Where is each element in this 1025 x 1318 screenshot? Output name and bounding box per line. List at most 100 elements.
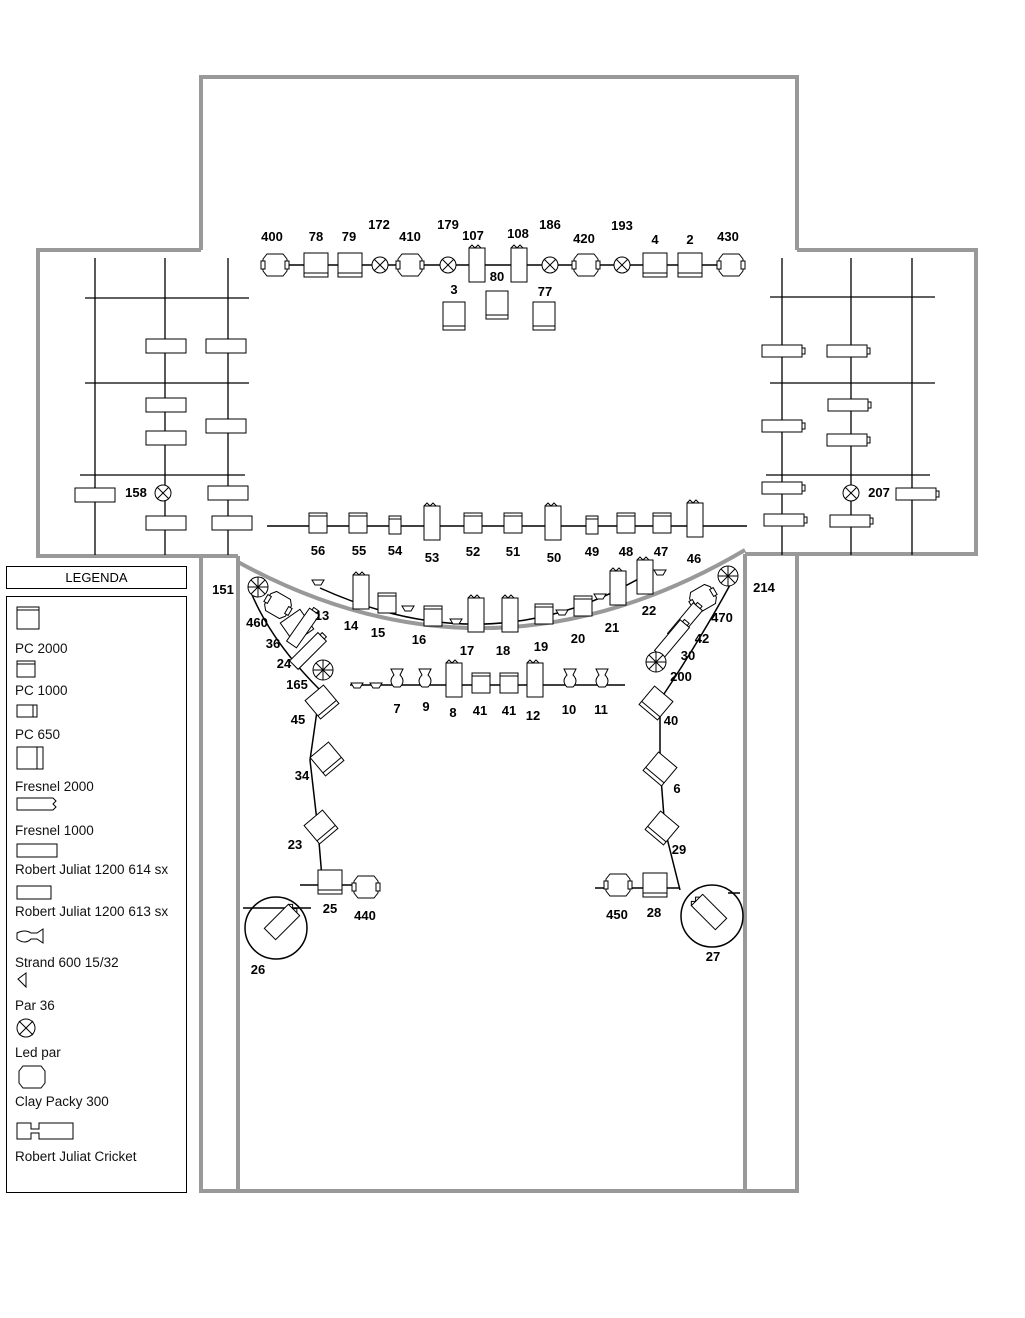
unlabeled-fixture-8 <box>211 515 253 531</box>
unlabeled-fixture-9 <box>761 344 806 358</box>
fixture-number-mid_bar-6: 10 <box>562 702 576 717</box>
fixture-left_arc-9 <box>317 869 343 895</box>
fixture-number-curved_bar-3: 17 <box>460 643 474 658</box>
fixture-number-front_bar-8: 48 <box>619 544 633 559</box>
fixture-right_arc-4 <box>645 651 667 673</box>
fixture-front_bar-3 <box>423 502 441 541</box>
fixture-front_bar-7 <box>585 515 599 535</box>
fixture-front_bar-6 <box>544 502 562 541</box>
fixture-right_arc-7 <box>644 810 680 846</box>
fixture-number-right_arc-5: 40 <box>664 713 678 728</box>
unlabeled-fixture-18 <box>311 579 325 586</box>
unlabeled-fixture-12 <box>826 433 871 447</box>
unlabeled-fixture-3 <box>145 430 187 446</box>
fixture-number-back_bar-0: 400 <box>261 229 283 244</box>
fixture-number-front_bar-9: 47 <box>654 544 668 559</box>
rj-614-icon <box>15 842 77 873</box>
fixture-number-back_bar-3: 172 <box>368 217 390 232</box>
fixture-number-front_bar-10: 46 <box>687 551 701 566</box>
fixture-number-back_bar-13: 430 <box>717 229 739 244</box>
fixture-curved_bar-2 <box>423 605 443 627</box>
fixture-front_bar-9 <box>652 512 672 534</box>
fixture-number-left_arc-8: 23 <box>288 837 302 852</box>
fixture-right_arc-10 <box>688 891 728 931</box>
unlabeled-fixture-10 <box>826 344 871 358</box>
fixture-front_bar-10 <box>686 499 704 538</box>
fixture-left_arc-10 <box>351 875 381 899</box>
fixture-back_floor-1 <box>485 290 509 320</box>
unlabeled-fixture-15 <box>763 513 808 527</box>
fixture-number-curved_bar-5: 19 <box>534 639 548 654</box>
fixture-number-front_bar-3: 53 <box>425 550 439 565</box>
fixture-number-back_bar-6: 107 <box>462 228 484 243</box>
stage-outline <box>36 75 978 1193</box>
fixture-mid_bar-3 <box>471 672 491 694</box>
fixture-back_bar-3 <box>371 256 389 274</box>
fixture-number-back_floor-0: 3 <box>450 282 457 297</box>
fixture-number-right_side-0: 207 <box>868 485 890 500</box>
fixture-curved_bar-3 <box>467 594 485 633</box>
fixture-front_bar-4 <box>463 512 483 534</box>
fixture-back_bar-9 <box>571 253 601 277</box>
unlabeled-fixture-14 <box>761 481 806 495</box>
fixture-number-left_arc-10: 440 <box>354 908 376 923</box>
fixture-mid_bar-1 <box>418 668 432 688</box>
fixture-back_bar-11 <box>642 252 668 278</box>
legend-item-label: Fresnel 2000 <box>15 779 94 794</box>
fixture-number-left_arc-5: 165 <box>286 677 308 692</box>
fixture-number-left_arc-9: 25 <box>323 901 337 916</box>
fixture-mid_bar-6 <box>563 668 577 688</box>
fixture-number-left_side-0: 158 <box>125 485 147 500</box>
rj-613-icon <box>15 884 77 915</box>
fixture-number-left_arc-6: 45 <box>291 712 305 727</box>
fixture-number-back_bar-10: 193 <box>611 218 633 233</box>
fixture-number-left_arc-3: 36 <box>266 636 280 651</box>
fixture-back_bar-6 <box>468 244 486 283</box>
fixture-number-back_bar-2: 79 <box>342 229 356 244</box>
pc-650-icon <box>15 703 77 734</box>
fixture-number-right_arc-1: 470 <box>711 610 733 625</box>
legend-item-label: PC 1000 <box>15 683 68 698</box>
fixture-right_side-0 <box>842 484 860 502</box>
fixture-front_bar-0 <box>308 512 328 534</box>
fixture-number-front_bar-2: 54 <box>388 543 403 558</box>
fixture-number-right_arc-10: 27 <box>706 949 720 964</box>
fixture-right_arc-9 <box>642 872 668 898</box>
unlabeled-fixture-6 <box>207 485 249 501</box>
unlabeled-fixture-16 <box>829 514 874 528</box>
fixture-number-curved_bar-6: 20 <box>571 631 585 646</box>
fixture-number-curved_bar-8: 22 <box>642 603 656 618</box>
fixture-mid_bar-0 <box>390 668 404 688</box>
fixture-curved_bar-4 <box>501 594 519 633</box>
led-par-icon <box>15 1017 77 1048</box>
legend-item-label: Strand 600 15/32 <box>15 955 119 970</box>
fixture-number-right_arc-3: 30 <box>681 648 695 663</box>
fixture-number-back_bar-11: 4 <box>651 232 659 247</box>
unlabeled-fixture-24 <box>350 682 364 689</box>
fixture-curved_bar-1 <box>377 592 397 614</box>
fixture-curved_bar-8 <box>636 556 654 595</box>
legend-item-label: Robert Juliat 1200 614 sx <box>15 862 169 877</box>
unlabeled-fixture-19 <box>401 605 415 612</box>
fixture-number-back_bar-4: 410 <box>399 229 421 244</box>
fixture-back_bar-1 <box>303 252 329 278</box>
unlabeled-fixture-21 <box>555 609 569 616</box>
unlabeled-fixture-13 <box>761 419 806 433</box>
fixture-left_arc-7 <box>309 741 345 777</box>
fixture-back_floor-0 <box>442 301 466 331</box>
legend-item-label: Fresnel 1000 <box>15 823 94 838</box>
fixture-mid_bar-7 <box>595 668 609 688</box>
cricket-icon <box>15 1119 77 1150</box>
fixture-back_bar-4 <box>395 253 425 277</box>
fixture-back_bar-13 <box>716 253 746 277</box>
fixture-number-front_bar-0: 56 <box>311 543 325 558</box>
fixture-back_floor-2 <box>532 301 556 331</box>
fixture-number-left_arc-2: 13 <box>315 608 329 623</box>
legend-item-label: PC 650 <box>15 727 61 742</box>
fixture-number-left_arc-7: 34 <box>295 768 310 783</box>
fixture-number-mid_bar-4: 41 <box>502 703 516 718</box>
par-36-icon <box>15 972 77 1003</box>
unlabeled-fixture-5 <box>74 487 116 503</box>
legend-item-label: Robert Juliat Cricket <box>15 1149 137 1164</box>
